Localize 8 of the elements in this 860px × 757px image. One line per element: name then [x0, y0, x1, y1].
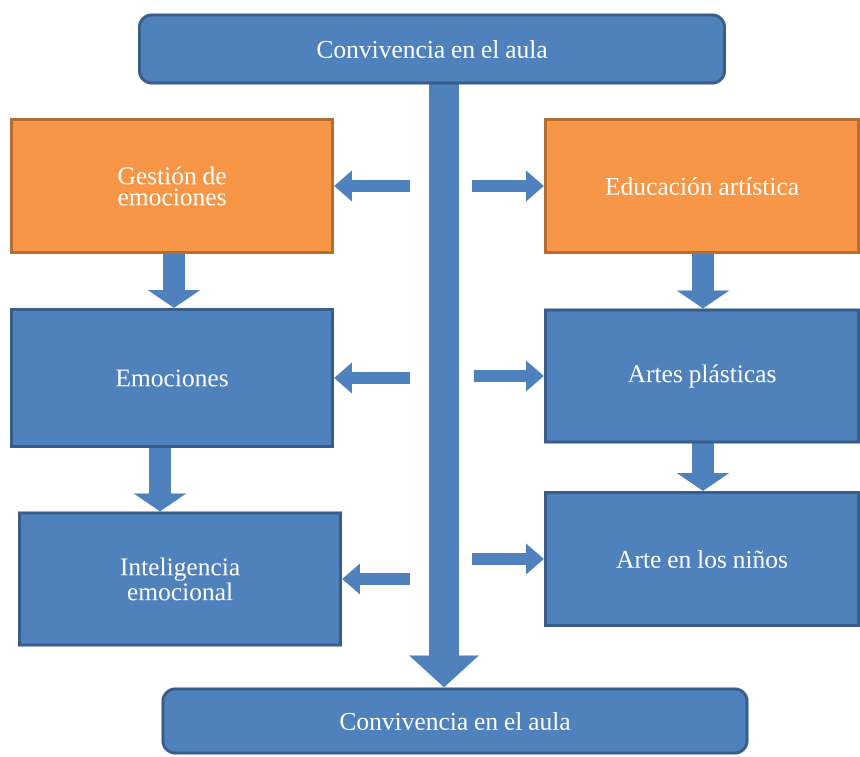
process-box: Inteligencia emocional — [18, 512, 342, 646]
title-box: Convivencia en el aula — [162, 688, 748, 754]
process-box: Gestión de emociones — [10, 118, 334, 254]
process-box: Emociones — [10, 308, 334, 448]
process-box: Educación artística — [544, 118, 860, 254]
process-box: Artes plásticas — [544, 308, 860, 444]
process-box: Arte en los niños — [544, 491, 860, 627]
title-box: Convivencia en el aula — [138, 14, 726, 84]
